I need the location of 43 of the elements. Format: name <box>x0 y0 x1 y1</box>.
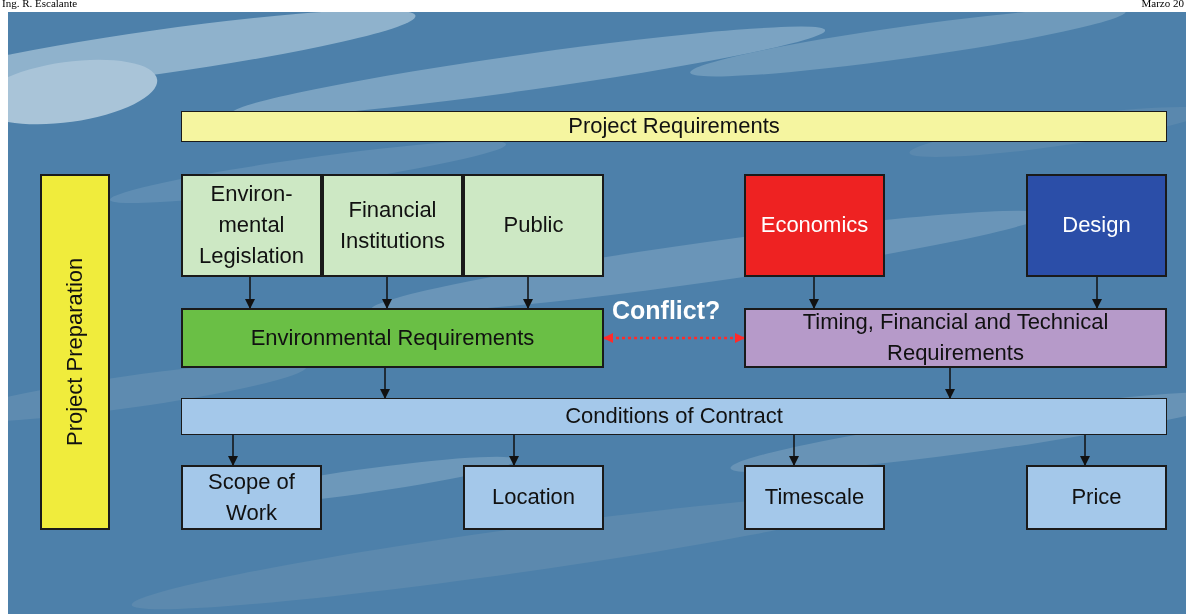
node-text: Timescale <box>764 483 865 512</box>
arrow <box>603 333 745 343</box>
node-text: Environ- mental Legislation <box>197 180 306 270</box>
process-box <box>463 174 604 277</box>
arrow <box>523 276 533 309</box>
arrow <box>245 276 255 309</box>
node-text: Scope of Work <box>207 467 296 527</box>
node-text: Public <box>503 211 564 240</box>
banner-box <box>181 111 1167 142</box>
process-box <box>181 308 604 368</box>
process-box <box>322 174 463 277</box>
node-text: Economics <box>760 211 869 240</box>
process-box <box>744 174 885 277</box>
node-text: Price <box>1071 483 1122 512</box>
edge-label: Conflict? <box>612 296 721 325</box>
node-text: Project Preparation <box>60 257 88 447</box>
process-box <box>1026 174 1167 277</box>
process-box <box>181 465 322 530</box>
arrow <box>382 276 392 309</box>
process-box <box>744 465 885 530</box>
header-text: Marzo 20 <box>1141 0 1184 9</box>
node-text: Financial Institutions <box>338 195 447 255</box>
node-text: Location <box>491 483 576 512</box>
arrow <box>809 276 819 309</box>
arrow <box>789 434 799 466</box>
arrow <box>228 434 238 466</box>
process-box <box>744 308 1167 368</box>
node-text: Timing, Financial and Technical Requirements <box>801 308 1110 367</box>
arrow <box>509 434 519 466</box>
node-text: Design <box>1062 211 1131 240</box>
banner-box <box>181 398 1167 435</box>
header-text: Ing. R. Escalante <box>2 0 78 9</box>
arrow <box>380 367 390 399</box>
arrow <box>945 367 955 399</box>
process-box <box>463 465 604 530</box>
node-text: Project Requirements <box>568 112 780 141</box>
process-box <box>181 174 322 277</box>
node-text: Conditions of Contract <box>565 402 783 431</box>
arrow <box>1080 434 1090 466</box>
process-box <box>1026 465 1167 530</box>
node-text: Environmental Requirements <box>250 323 535 352</box>
side-banner <box>40 174 110 530</box>
arrow <box>1092 276 1102 309</box>
